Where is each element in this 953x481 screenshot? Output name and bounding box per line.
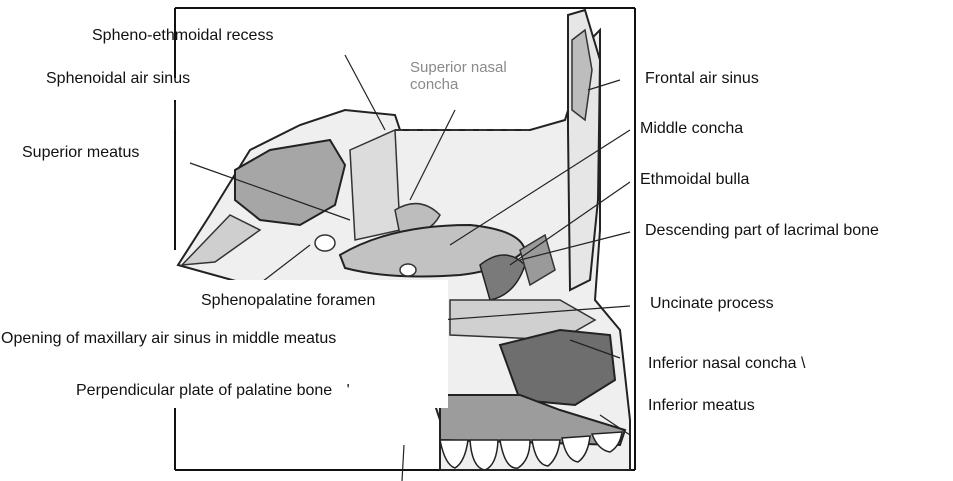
label-inferior-nasal-concha: Inferior nasal concha \ — [648, 356, 805, 372]
label-perpendicular-plate: Perpendicular plate of palatine bone ' — [76, 383, 350, 399]
label-frontal-air-sinus: Frontal air sinus — [645, 71, 759, 87]
label-spheno-ethmoidal-recess: Spheno-ethmoidal recess — [92, 28, 273, 44]
label-superior-nasal-concha-line2: concha — [410, 77, 507, 94]
label-ethmoidal-bulla: Ethmoidal bulla — [640, 172, 749, 188]
label-superior-nasal-concha: Superior nasal concha — [410, 60, 507, 93]
leader-palatine-plate — [402, 445, 404, 481]
label-superior-nasal-concha-line1: Superior nasal — [410, 60, 507, 77]
label-descending-lacrimal: Descending part of lacrimal bone — [645, 223, 879, 239]
label-superior-meatus: Superior meatus — [22, 145, 139, 161]
label-opening-maxillary-sinus: Opening of maxillary air sinus in middle… — [1, 331, 336, 347]
foramen-oval — [400, 264, 416, 276]
label-inferior-meatus: Inferior meatus — [648, 398, 755, 414]
foramen-oval — [315, 235, 335, 251]
label-sphenoidal-air-sinus: Sphenoidal air sinus — [46, 71, 190, 87]
label-uncinate-process: Uncinate process — [650, 296, 774, 312]
label-sphenopalatine-foramen: Sphenopalatine foramen — [201, 293, 375, 309]
label-perpendicular-plate-text: Perpendicular plate of palatine bone — [76, 382, 332, 399]
label-middle-concha: Middle concha — [640, 121, 743, 137]
label-perpendicular-plate-mark: ' — [347, 382, 350, 399]
superior-concha-region — [350, 130, 400, 240]
